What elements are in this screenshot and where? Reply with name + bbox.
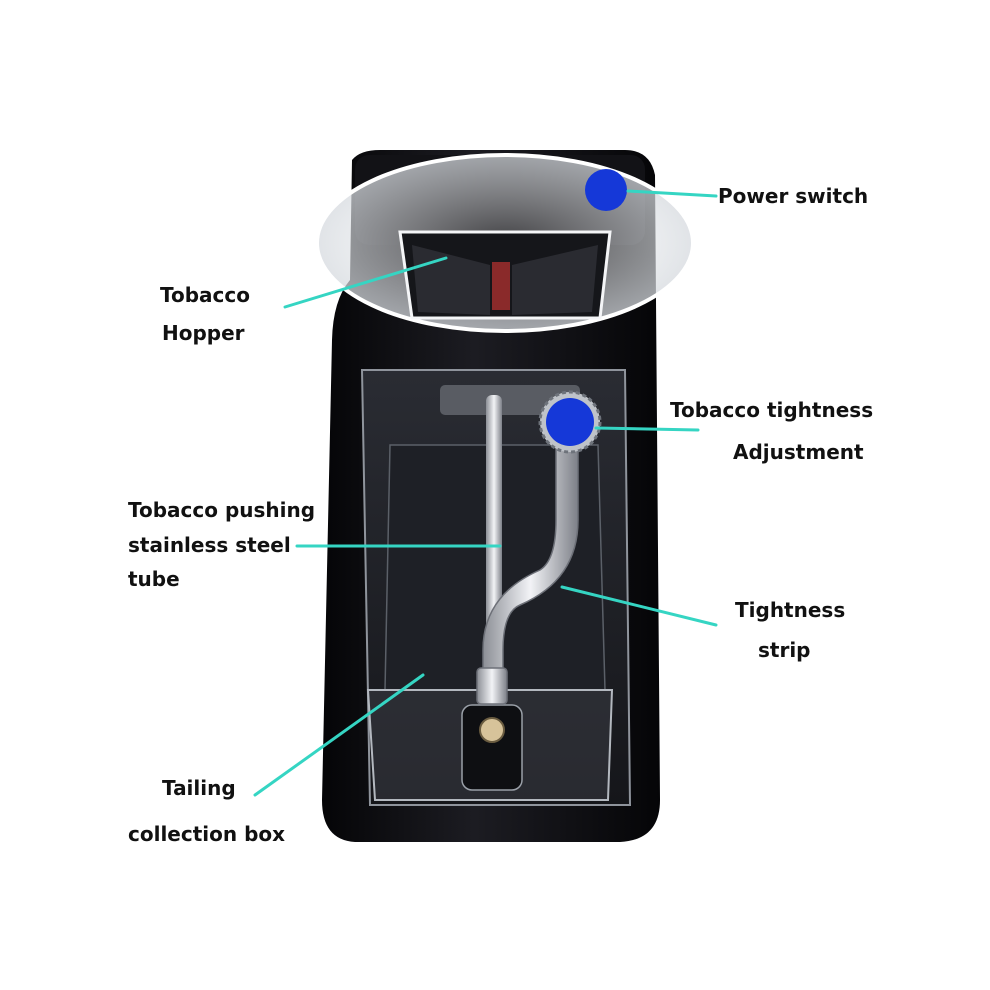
label-tightness-adjustment-line2: Adjustment <box>733 440 864 464</box>
leader-power-switch <box>626 189 718 198</box>
tube-nozzle <box>479 717 505 743</box>
pusher-head <box>476 667 508 705</box>
label-power-switch: Power switch <box>718 184 869 208</box>
label-tailing-line2: collection box <box>128 822 286 846</box>
label-tailing-line1: Tailing <box>162 776 236 800</box>
leader-hopper <box>283 256 448 309</box>
tightness-adjustment-marker <box>546 398 594 446</box>
leader-tightness-adjustment <box>594 426 700 432</box>
power-switch-marker <box>585 169 627 211</box>
hopper-wall-right <box>512 245 598 315</box>
label-tightness-adjustment-line1: Tobacco tightness <box>670 398 874 422</box>
hopper-spring <box>492 262 510 310</box>
label-pushing-tube-line3: tube <box>128 567 180 591</box>
label-pushing-tube-line1: Tobacco pushing <box>128 498 316 522</box>
label-hopper-line1: Tobacco <box>160 283 250 307</box>
label-hopper-line2: Hopper <box>162 321 245 345</box>
label-tightness-strip-line1: Tightness <box>735 598 846 622</box>
label-tightness-strip-line2: strip <box>758 638 811 662</box>
tray-slot <box>461 704 523 791</box>
label-pushing-tube-line2: stainless steel <box>128 533 291 557</box>
leader-tailing-box <box>253 673 425 797</box>
leader-tightness-strip <box>560 585 718 627</box>
leader-lines <box>253 189 718 797</box>
